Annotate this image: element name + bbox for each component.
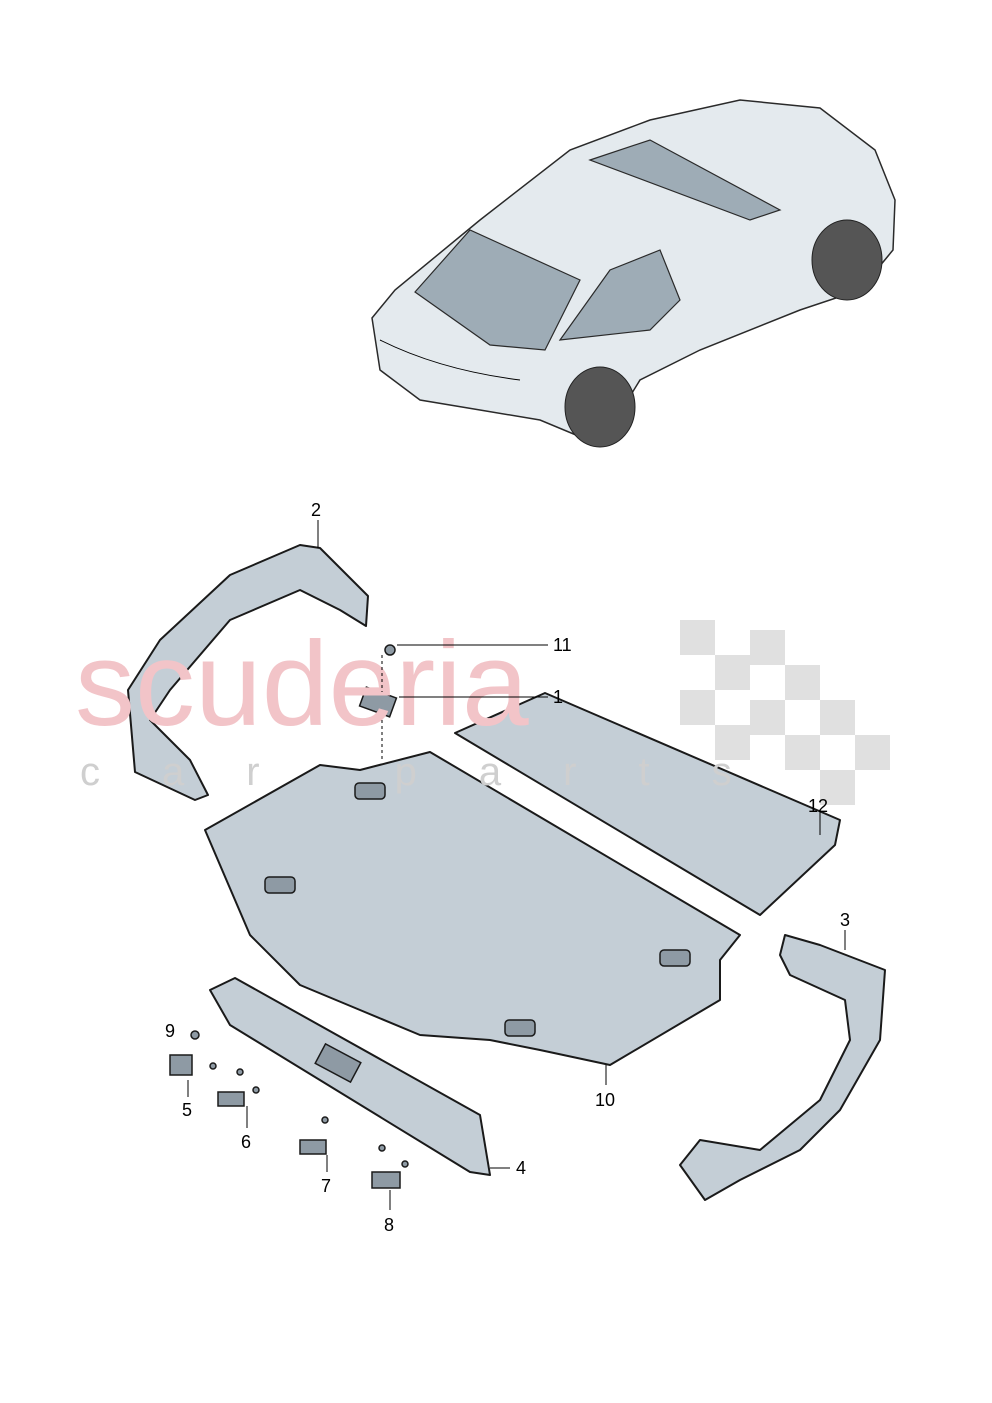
car-illustration (371, 99, 896, 448)
watermark: scuderia car parts (75, 617, 794, 794)
checker-flag (680, 620, 890, 805)
part-12-panel[interactable] (454, 692, 841, 916)
part-6-clip (217, 1091, 245, 1107)
part-11-screw (384, 644, 396, 656)
callout-1[interactable]: 1 (553, 687, 563, 707)
callout-5[interactable]: 5 (182, 1100, 192, 1120)
callout-9[interactable]: 9 (165, 1021, 175, 1041)
callout-2[interactable]: 2 (311, 500, 321, 520)
part-2-left-trim[interactable] (127, 544, 369, 801)
part-10-floor-mat[interactable] (204, 751, 741, 1066)
watermark-brand: scuderia (75, 617, 529, 751)
sill-latch (314, 1042, 362, 1084)
part-5-clip (169, 1054, 193, 1076)
callout-11[interactable]: 11 (553, 635, 572, 655)
callout-8[interactable]: 8 (384, 1215, 394, 1235)
roof-glass (588, 139, 782, 221)
callout-4[interactable]: 4 (516, 1158, 526, 1178)
callout-6[interactable]: 6 (241, 1132, 251, 1152)
mat-cutouts (264, 782, 691, 1037)
leader-lines (187, 520, 846, 1210)
watermark-sub: car parts (80, 750, 794, 794)
callout-10[interactable]: 10 (595, 1090, 615, 1110)
part-3-right-trim[interactable] (679, 934, 886, 1201)
callouts: 1 2 3 4 5 6 7 8 9 10 11 12 (165, 500, 850, 1235)
part-7-clip (299, 1139, 327, 1155)
callout-12[interactable]: 12 (808, 796, 828, 816)
rear-window (414, 229, 581, 351)
rear-wheel (564, 366, 636, 448)
front-wheel (811, 219, 883, 301)
callout-7[interactable]: 7 (321, 1176, 331, 1196)
part-9-screw (190, 1030, 200, 1040)
side-window (558, 249, 681, 341)
part-1-striker[interactable] (358, 686, 398, 718)
callout-3[interactable]: 3 (840, 910, 850, 930)
part-8-bracket (371, 1171, 401, 1189)
